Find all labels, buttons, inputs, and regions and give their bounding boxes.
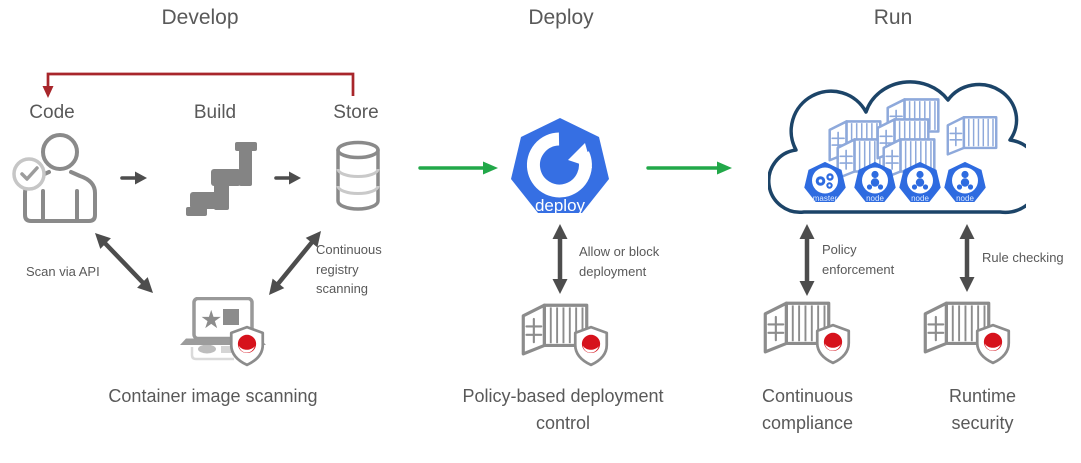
svg-text:node: node [866,194,884,203]
registry-database-icon [336,140,380,211]
develop-caption: Container image scanning [108,386,318,406]
phase-title-run: Run [873,6,913,29]
promote-arrow-icon [646,161,732,175]
scan-api-label: Scan via API [26,264,100,279]
scan-double-arrow-icon [95,233,153,293]
run-caption-runtime: Runtime security [948,386,1017,433]
kubernetes-deploy-icon: deploy [511,118,609,215]
rule-double-arrow-icon [959,224,975,292]
registry-double-arrow-icon [269,231,321,295]
run-caption-compliance: Continuous compliance [761,386,854,433]
deploy-icon-label: deploy [535,196,586,215]
registry-scanning-label: Continuous registry scanning [316,242,382,296]
worker-node-icon: node [944,161,986,203]
image-scanner-shield-icon: ★ [180,297,266,367]
svg-text:node: node [911,194,929,203]
allow-block-label: Allow or block deployment [579,244,660,279]
container-shield-icon [763,297,853,365]
container-shield-icon [923,297,1013,365]
phase-title-deploy: Deploy [528,6,594,29]
promote-arrow-icon [418,161,498,175]
svg-text:★: ★ [200,305,222,334]
svg-text:master: master [813,194,838,203]
worker-node-icon: node [899,161,941,203]
rule-checking-label: Rule checking [982,250,1064,265]
master-node-icon: master [804,161,846,203]
flow-arrow-icon [274,171,301,185]
deploy-double-arrow-icon [552,224,568,294]
step-label-build: Build [193,102,237,123]
flow-arrow-icon [120,171,147,185]
worker-node-icon: node [854,161,896,203]
developer-check-icon [12,133,97,223]
step-label-code: Code [29,102,75,123]
compliance-double-arrow-icon [799,224,815,296]
svg-text:node: node [956,194,974,203]
phase-title-develop: Develop [161,6,239,29]
pipeline-icon [186,142,257,216]
deploy-caption: Policy-based deployment control [462,386,664,433]
container-shield-icon [521,299,611,367]
cloud-cluster-icon: master node node [768,80,1026,215]
step-label-store: Store [333,102,379,123]
policy-enforcement-label: Policy enforcement [822,242,895,277]
feedback-arrow-icon [42,72,355,98]
